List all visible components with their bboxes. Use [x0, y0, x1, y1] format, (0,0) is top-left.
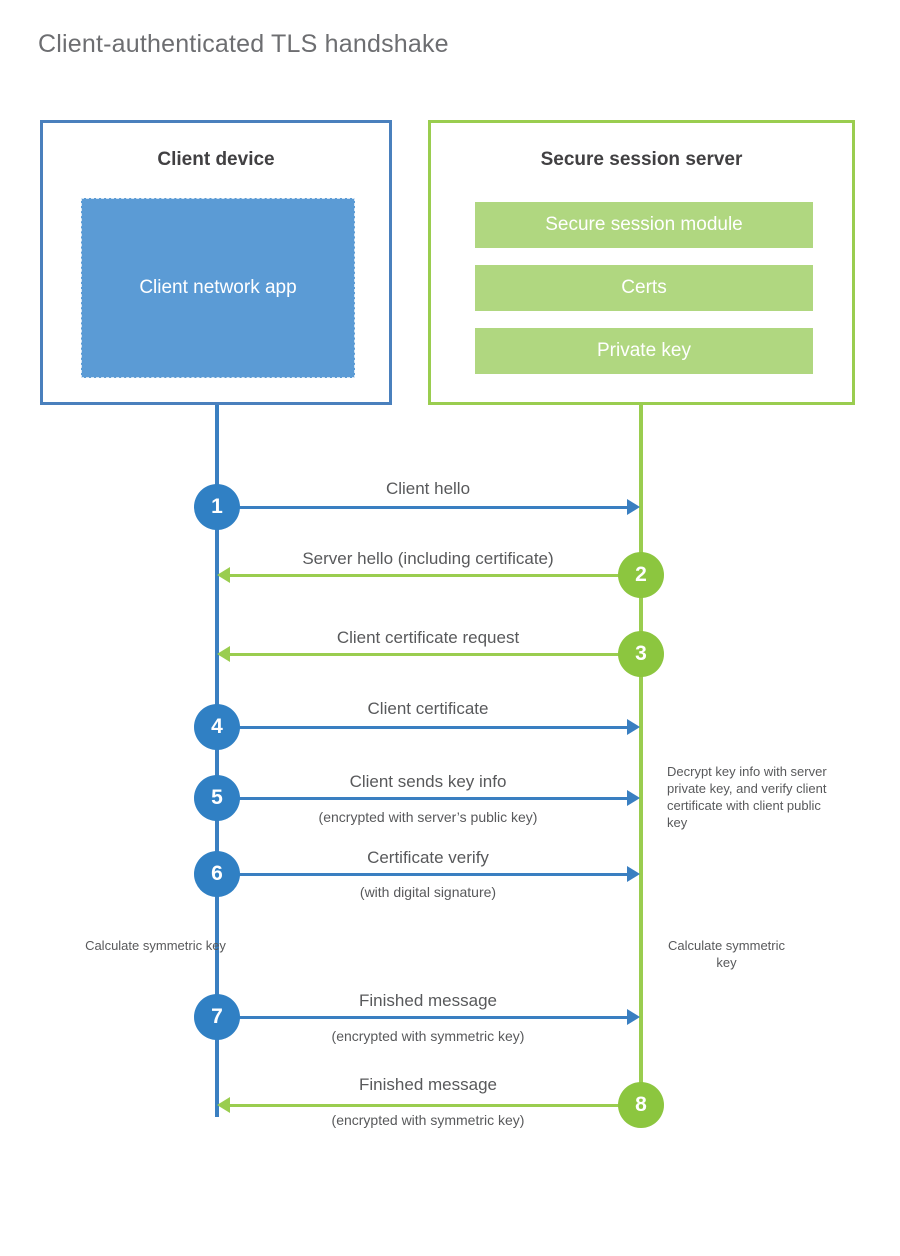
page-title: Client-authenticated TLS handshake [38, 30, 449, 58]
server-calculate-symmetric-key-note: Calculate symmetric key [667, 938, 786, 970]
step-1-line [217, 506, 627, 509]
client-device-box: Client device Client network app [40, 120, 392, 405]
step-5-line [217, 797, 627, 800]
step-5-sublabel: (encrypted with server’s public key) [318, 809, 538, 825]
server-lifeline [639, 405, 643, 1105]
step-8-sublabel: (encrypted with symmetric key) [331, 1112, 525, 1128]
step-1-arrowhead-icon [627, 499, 640, 515]
server-block-certs: Certs [475, 265, 813, 311]
step-5-badge: 5 [194, 775, 240, 821]
step-2-badge: 2 [618, 552, 664, 598]
step-4-line [217, 726, 627, 729]
step-2-line [230, 574, 641, 577]
step-3-line [230, 653, 641, 656]
server-block-private-key: Private key [475, 328, 813, 374]
step-2-arrowhead-icon [217, 567, 230, 583]
step-6-sublabel: (with digital signature) [359, 884, 497, 900]
secure-session-server-title: Secure session server [540, 149, 743, 170]
step-7-label: Finished message [359, 991, 497, 1010]
step-3-badge: 3 [618, 631, 664, 677]
step-4-badge: 4 [194, 704, 240, 750]
step-6-line [217, 873, 627, 876]
client-network-app-block: Client network app [81, 198, 355, 378]
step-4-label: Client certificate [367, 699, 489, 718]
step-6-arrowhead-icon [627, 866, 640, 882]
step-2-label: Server hello (including certificate) [302, 549, 554, 568]
step-5-label: Client sends key info [349, 772, 507, 791]
step-1-label: Client hello [385, 479, 471, 498]
step-3-arrowhead-icon [217, 646, 230, 662]
step-4-arrowhead-icon [627, 719, 640, 735]
step-8-arrowhead-icon [217, 1097, 230, 1113]
secure-session-server-box: Secure session server Secure session mod… [428, 120, 855, 405]
step-7-line [217, 1016, 627, 1019]
server-block-secure-session-module: Secure session module [475, 202, 813, 248]
client-lifeline [215, 405, 219, 1117]
step-7-arrowhead-icon [627, 1009, 640, 1025]
step-6-badge: 6 [194, 851, 240, 897]
step-7-sublabel: (encrypted with symmetric key) [331, 1028, 525, 1044]
step-8-line [230, 1104, 641, 1107]
step-1-badge: 1 [194, 484, 240, 530]
step-7-badge: 7 [194, 994, 240, 1040]
step-5-arrowhead-icon [627, 790, 640, 806]
step-3-label: Client certificate request [336, 628, 520, 647]
step-8-label: Finished message [359, 1075, 497, 1094]
step-6-label: Certificate verify [367, 848, 489, 867]
server-decrypt-note: Decrypt key info with server private key… [667, 764, 827, 830]
client-calculate-symmetric-key-note: Calculate symmetric key [85, 938, 226, 953]
step-8-badge: 8 [618, 1082, 664, 1128]
client-device-title: Client device [157, 149, 275, 170]
